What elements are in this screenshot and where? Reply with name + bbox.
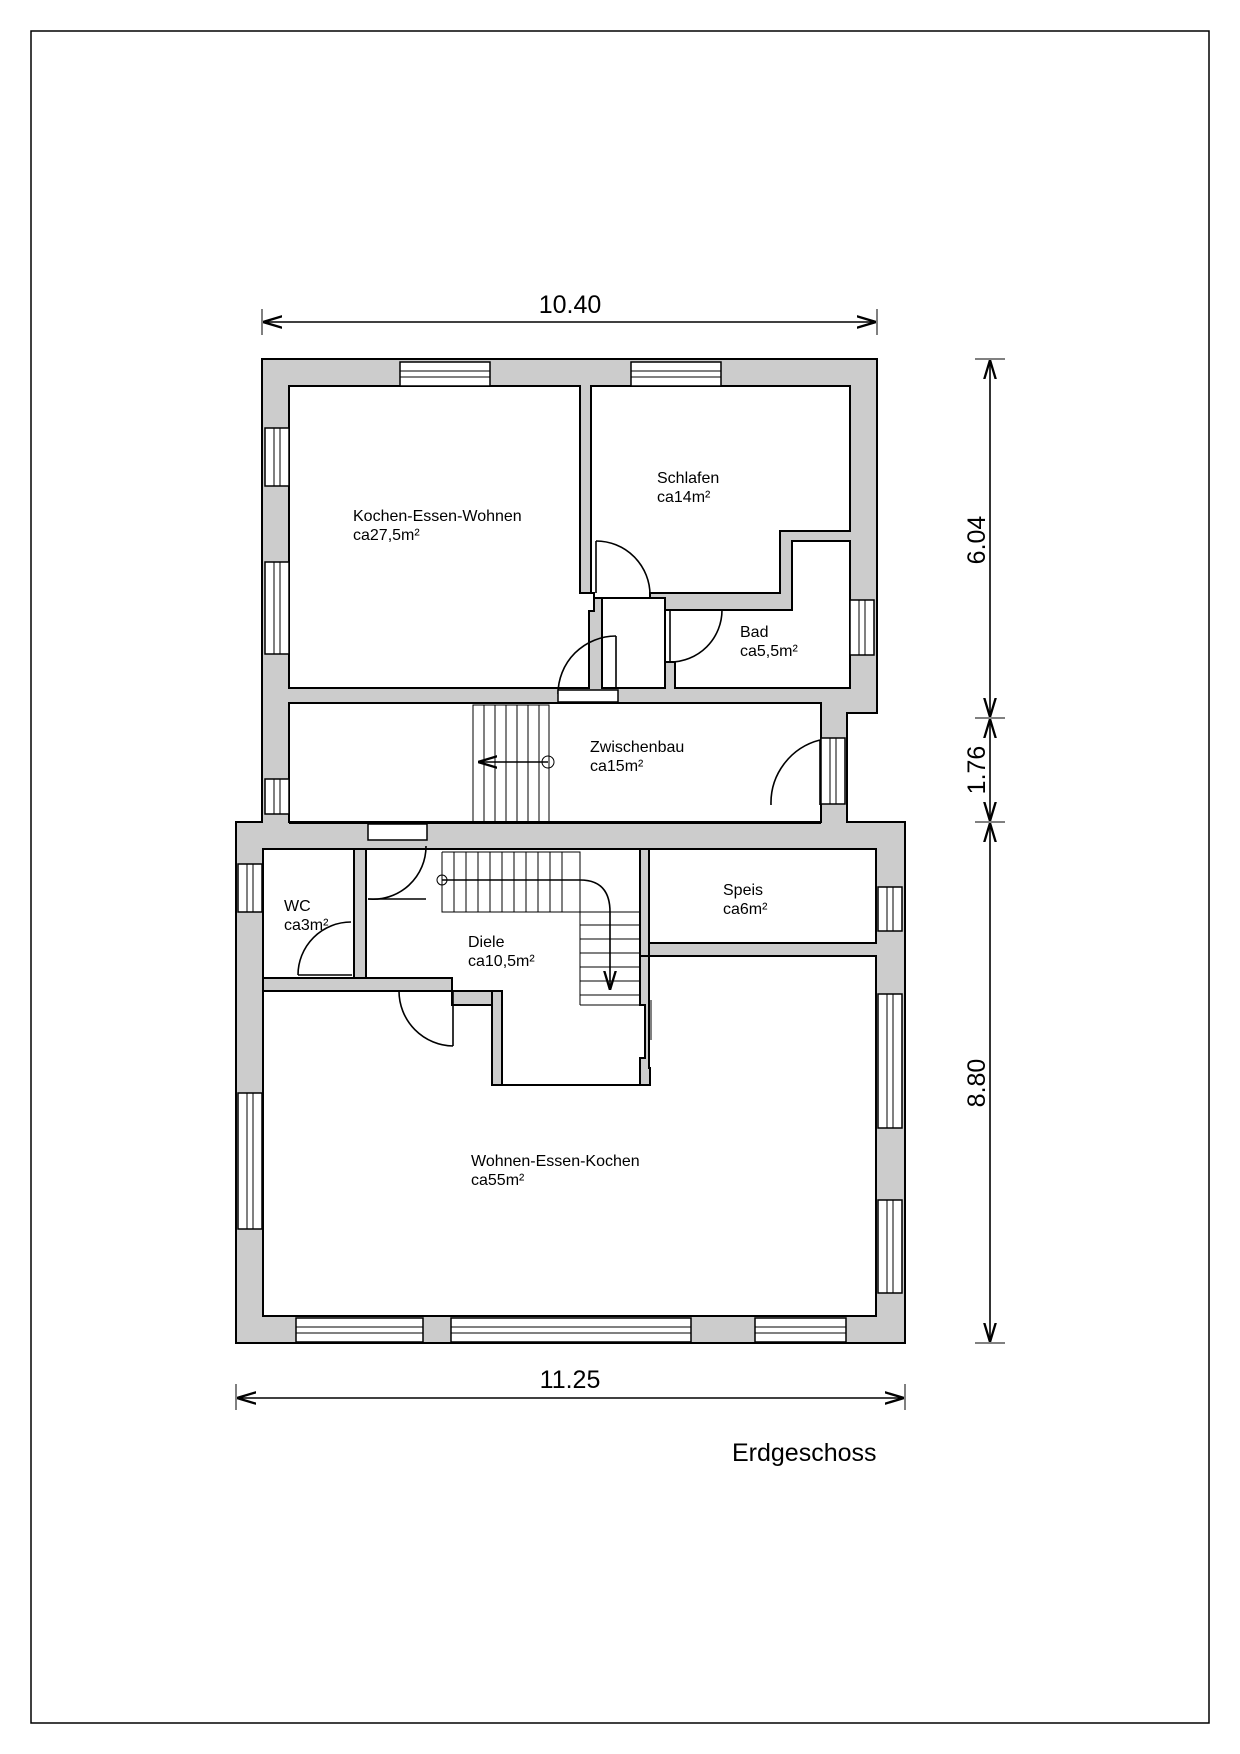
room-kochen-essen-wohnen (288, 385, 595, 689)
wall-bottom-zwischenbau (289, 822, 821, 824)
room-area-diele: ca10,5m² (468, 953, 535, 970)
dimension-right-lower-label: 8.80 (963, 1059, 991, 1108)
dimension-right-upper-label: 6.04 (963, 516, 991, 565)
room-area-bad: ca5,5m² (740, 643, 798, 660)
room-area-kochen-essen-wohnen: ca27,5m² (353, 527, 420, 544)
stair-diele (436, 851, 639, 1006)
room-zwischenbau (288, 702, 822, 823)
room-label-zwischenbau: Zwischenbau (590, 739, 684, 756)
wall-below-wc (262, 977, 453, 992)
room-area-wc: ca3m² (284, 917, 329, 934)
wall-between-wc-diele (353, 848, 367, 979)
dimension-top-label: 10.40 (539, 291, 602, 319)
dimension-right (975, 358, 1005, 1344)
dimension-right-middle-label: 1.76 (963, 746, 991, 795)
room-label-kochen-essen-wohnen: Kochen-Essen-Wohnen (353, 508, 522, 525)
room-label-diele: Diele (468, 934, 505, 951)
room-area-speis: ca6m² (723, 901, 768, 918)
room-label-speis: Speis (723, 882, 763, 899)
room-area-wohnen-essen-kochen: ca55m² (471, 1172, 525, 1189)
room-label-schlafen: Schlafen (657, 470, 719, 487)
room-label-wc: WC (284, 898, 311, 915)
room-label-wohnen-essen-kochen: Wohnen-Essen-Kochen (471, 1153, 640, 1170)
wall-diele-kitchen (491, 990, 503, 1086)
windows (237, 361, 903, 1343)
plan-title: Erdgeschoss (732, 1439, 877, 1467)
room-wohnen-essen-kochen (262, 955, 877, 1317)
dimension-bottom-label: 11.25 (540, 1366, 601, 1394)
sheet-frame (30, 30, 1210, 1724)
room-area-zwischenbau: ca15m² (590, 758, 644, 775)
stair-zwischenbau (472, 704, 555, 823)
dimension-top (261, 309, 878, 335)
doors (297, 540, 821, 1047)
room-flur-oben (601, 597, 666, 689)
room-area-schlafen: ca14m² (657, 489, 711, 506)
dimension-bottom (235, 1384, 906, 1410)
room-speis (648, 848, 877, 944)
wall-diele-speis (639, 848, 650, 957)
room-label-bad: Bad (740, 624, 768, 641)
